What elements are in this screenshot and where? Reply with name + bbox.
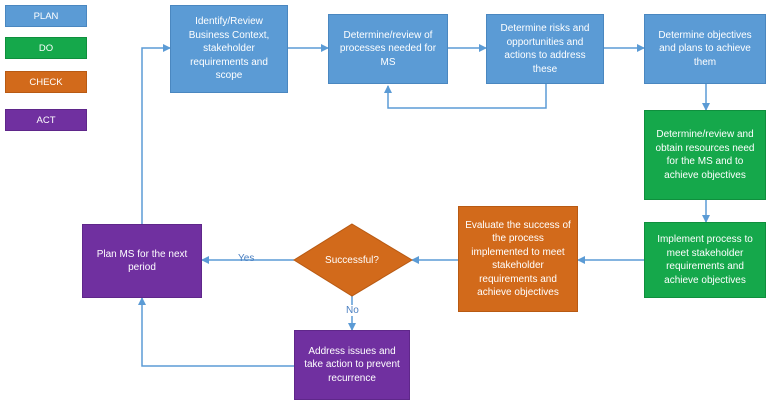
arrow-risks-loop-to-processes	[384, 84, 547, 109]
node-obtain-resources: Determine/review and obtain resources ne…	[644, 110, 766, 200]
decision-label: Successful?	[325, 254, 379, 266]
node-plan-next-period: Plan MS for the next period	[82, 224, 202, 298]
node-implement-process: Implement process to meet stakeholder re…	[644, 222, 766, 298]
legend-check: CHECK	[5, 71, 87, 93]
legend-plan: PLAN	[5, 5, 87, 27]
node-determine-objectives: Determine objectives and plans to achiev…	[644, 14, 766, 84]
node-determine-risks: Determine risks and opportunities and ac…	[486, 14, 604, 84]
arrow-address-to-plan-next	[138, 297, 294, 367]
node-evaluate-success: Evaluate the success of the process impl…	[458, 206, 578, 312]
edge-label-no: No	[345, 305, 360, 316]
arrow-plan-next-to-identify	[141, 44, 171, 224]
node-determine-processes: Determine/review of processes needed for…	[328, 14, 448, 84]
node-address-issues: Address issues and take action to preven…	[294, 330, 410, 400]
decision-diamond	[293, 223, 413, 297]
legend-act: ACT	[5, 109, 87, 131]
edge-label-yes: Yes	[238, 253, 255, 264]
node-identify-business-context: Identify/Review Business Context, stakeh…	[170, 5, 288, 93]
legend-do: DO	[5, 37, 87, 59]
